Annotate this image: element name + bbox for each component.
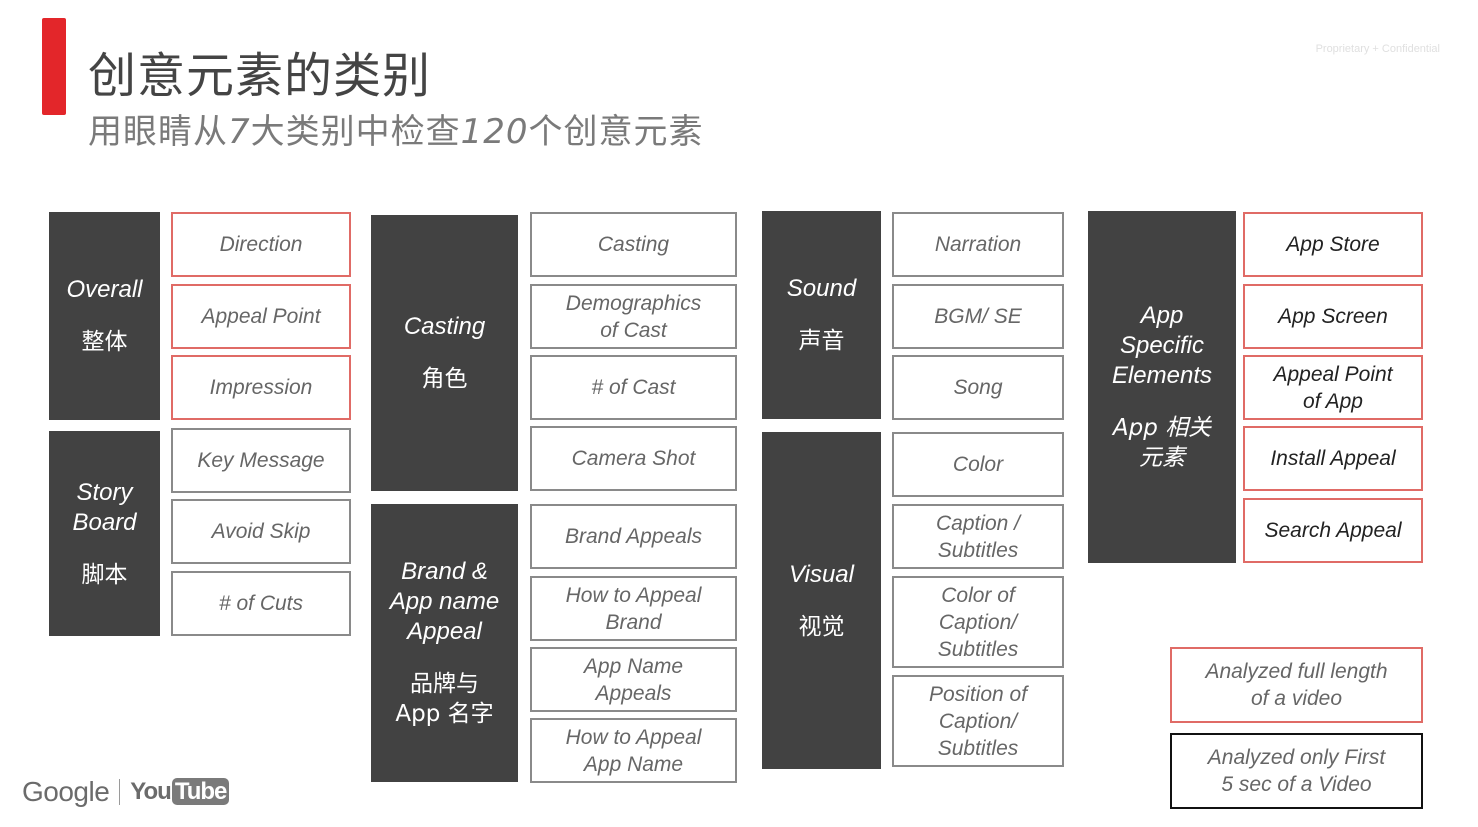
category-zh-label: 整体 [81,329,128,355]
element-box: BGM/ SE [892,284,1064,349]
element-box: Narration [892,212,1064,277]
element-box: Search Appeal [1243,498,1423,563]
element-box: Song [892,355,1064,420]
element-box: Install Appeal [1243,426,1423,491]
element-box: # of Cast [530,355,737,420]
element-box: Avoid Skip [171,499,351,564]
google-logo: Google [22,776,110,807]
element-box: Brand Appeals [530,504,737,569]
page-subtitle: 用眼睛从7大类别中检查120个创意元素 [88,112,704,152]
element-box: Casting [530,212,737,277]
category-zh-label: 脚本 [81,561,128,588]
element-box: Key Message [171,428,351,493]
category-sound: Sound 声音 [762,211,881,419]
element-box: # of Cuts [171,571,351,636]
confidential-label: Proprietary + Confidential [1315,43,1440,55]
category-en-label: Casting [403,313,486,340]
element-box: Color [892,432,1064,497]
logo-divider [119,779,121,805]
element-box: Impression [171,355,351,420]
accent-bar [42,18,66,115]
category-zh-label: 角色 [421,366,468,392]
category-zh-label: App 相关元素 [1112,415,1212,471]
element-box: App Store [1243,212,1423,277]
category-visual: Visual 视觉 [762,432,881,769]
category-overall: Overall 整体 [49,212,160,420]
element-box: Appeal Point [171,284,351,349]
element-box: Camera Shot [530,426,737,491]
category-casting: Casting 角色 [371,215,518,491]
element-box: App Screen [1243,284,1423,349]
category-zh-label: 视觉 [798,613,845,640]
category-en-label: Visual [789,560,854,588]
category-en-label: Overall [66,276,143,303]
element-box: Direction [171,212,351,277]
category-en-label: Sound [786,275,857,302]
category-zh-label: 声音 [798,328,845,354]
element-box: Caption /Subtitles [892,504,1064,569]
page-title: 创意元素的类别 [88,48,432,104]
